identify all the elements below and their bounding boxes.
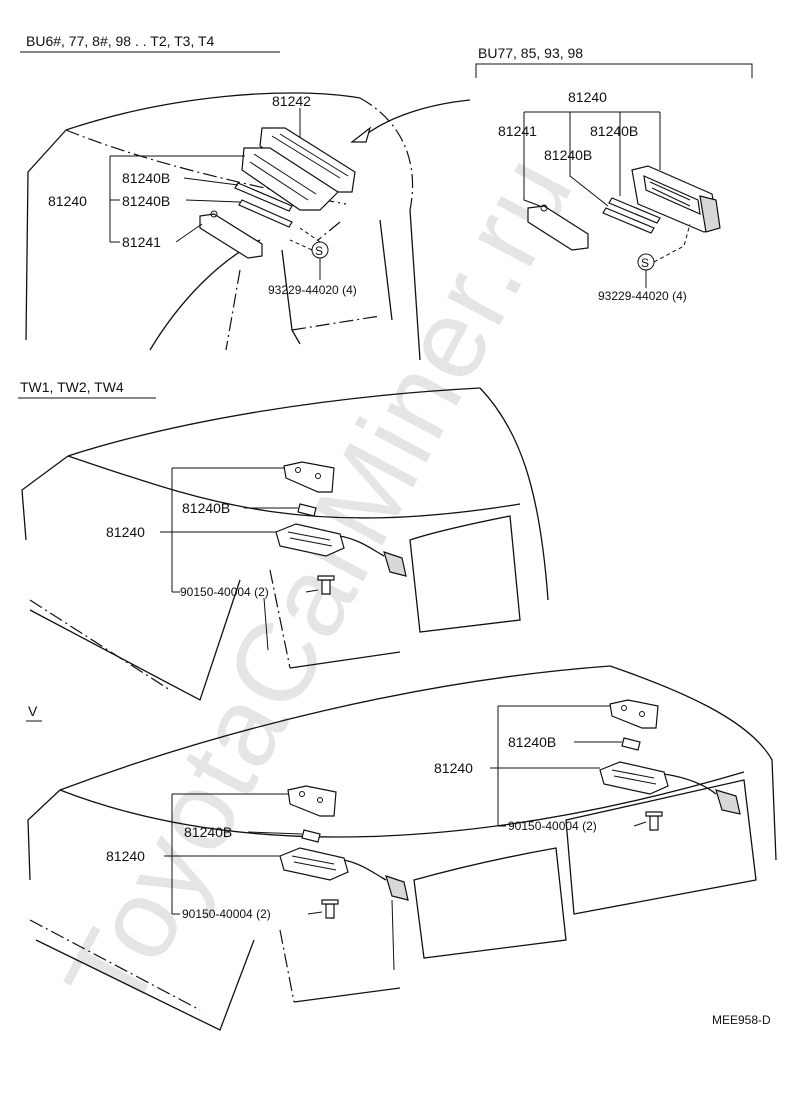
label-81240-bottom-right: 81240 bbox=[434, 760, 473, 776]
label-81240b-middle: 81240B bbox=[182, 500, 230, 516]
section-bottom: V bbox=[26, 665, 777, 1031]
label-81240: 81240 bbox=[48, 193, 87, 209]
section-top-left: BU6#, 77, 8#, 98 . . T2, T3, T4 bbox=[20, 33, 421, 361]
label-screw-90150-bottom-left: 90150-40004 (2) bbox=[182, 907, 271, 921]
label-81242: 81242 bbox=[272, 93, 311, 109]
label-81240-bottom-left: 81240 bbox=[106, 848, 145, 864]
svg-text:S: S bbox=[641, 256, 649, 270]
lamp-bracket-bottom-right bbox=[609, 699, 659, 729]
figure-code: MEE958-D bbox=[712, 1013, 771, 1027]
screw-bottom-right bbox=[645, 811, 663, 831]
label-screw-93229: 93229-44020 (4) bbox=[268, 283, 357, 297]
label-screw-90150-bottom-right: 90150-40004 (2) bbox=[508, 819, 597, 833]
label-81240b-bottom-left: 81240B bbox=[184, 824, 232, 840]
label-81241-right: 81241 bbox=[498, 123, 537, 139]
label-81240-right: 81240 bbox=[568, 89, 607, 105]
lamp-bracket bbox=[283, 461, 335, 493]
label-81240-middle: 81240 bbox=[106, 524, 145, 540]
bulb-81240b-bottom-left bbox=[301, 829, 321, 843]
vehicle-roof-outline bbox=[27, 665, 777, 1031]
label-81241: 81241 bbox=[122, 234, 161, 250]
lamp-assembly-81240-bottom-left bbox=[279, 847, 409, 901]
label-81240b-right-b: 81240B bbox=[544, 147, 592, 163]
label-81240b-b: 81240B bbox=[122, 193, 170, 209]
section-header-middle: TW1, TW2, TW4 bbox=[20, 379, 124, 395]
screw-bottom-left bbox=[321, 899, 339, 919]
watermark: ToyotaCarMiner.ru bbox=[41, 135, 597, 1032]
lamp-base-81241-right bbox=[527, 204, 589, 251]
pointer-arrow bbox=[350, 99, 471, 143]
lamp-assembly-81240-middle bbox=[275, 523, 407, 577]
label-screw-90150-middle: 90150-40004 (2) bbox=[180, 585, 269, 599]
lamp-assembly-81240-bottom-right bbox=[599, 761, 741, 815]
section-middle: TW1, TW2, TW4 bbox=[18, 379, 549, 701]
bulb-81240b-middle bbox=[297, 503, 317, 517]
bulb-81240b-a bbox=[234, 182, 293, 212]
section-header-top-right: BU77, 85, 93, 98 bbox=[478, 45, 583, 61]
screw-symbol-top-left: S bbox=[289, 227, 329, 259]
lamp-housing-81240 bbox=[631, 165, 721, 233]
bulb-81240b-bottom-right bbox=[621, 737, 641, 751]
vehicle-roof-outline bbox=[21, 387, 549, 701]
bulb-81240b-b bbox=[238, 199, 293, 228]
section-top-right: BU77, 85, 93, 98 S bbox=[475, 45, 753, 303]
section-header-top-left: BU6#, 77, 8#, 98 . . T2, T3, T4 bbox=[26, 33, 215, 49]
screw-middle bbox=[317, 575, 335, 595]
label-81240b-right-a: 81240B bbox=[590, 123, 638, 139]
bulb-81240b-right-a bbox=[602, 207, 655, 234]
label-81240b-bottom-right: 81240B bbox=[508, 734, 556, 750]
lamp-base-81241 bbox=[199, 210, 263, 259]
label-screw-93229-right: 93229-44020 (4) bbox=[598, 289, 687, 303]
section-header-bottom: V bbox=[28, 703, 38, 719]
bulb-81240b-right-b bbox=[608, 197, 661, 224]
high-mount-stop-lamp-cover bbox=[259, 127, 356, 193]
svg-text:S: S bbox=[315, 244, 323, 258]
lamp-bracket-bottom-left bbox=[287, 785, 337, 817]
label-81240b-a: 81240B bbox=[122, 170, 170, 186]
high-mount-stop-lamp-body bbox=[241, 147, 339, 211]
